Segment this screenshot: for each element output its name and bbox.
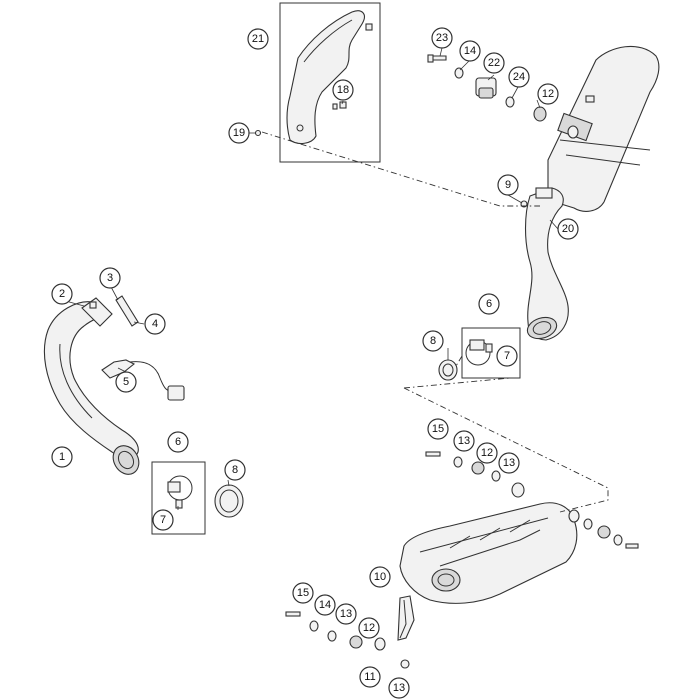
clamp-group-box-left — [151, 461, 206, 535]
callout-3: 3 — [99, 267, 121, 289]
callout-22: 22 — [483, 52, 505, 74]
callout-15-low: 15 — [292, 582, 314, 604]
callout-label: 8 — [232, 464, 238, 476]
silencer-part — [547, 45, 660, 212]
callout-2: 2 — [51, 283, 73, 305]
callout-14-low: 14 — [314, 594, 336, 616]
callout-19: 19 — [228, 122, 250, 144]
callout-label: 14 — [464, 45, 476, 57]
callout-label: 6 — [486, 298, 492, 310]
hardware-stack-upper — [425, 451, 501, 482]
gasket-ring-left — [214, 484, 244, 518]
callout-label: 14 — [319, 599, 331, 611]
callout-14-top: 14 — [459, 40, 481, 62]
callout-10: 10 — [369, 566, 391, 588]
callout-label: 5 — [123, 376, 129, 388]
header-flange-part — [81, 297, 113, 327]
callout-label: 19 — [233, 127, 245, 139]
callout-23: 23 — [431, 27, 453, 49]
heat-shield-screw — [254, 129, 262, 137]
callout-13-a: 13 — [453, 430, 475, 452]
header-gasket-part — [115, 295, 139, 327]
callout-label: 8 — [430, 335, 436, 347]
callout-12-low: 12 — [358, 617, 380, 639]
callout-13-b: 13 — [498, 452, 520, 474]
callout-label: 12 — [542, 88, 554, 100]
callout-label: 9 — [505, 179, 511, 191]
callout-12-top: 12 — [537, 83, 559, 105]
callout-label: 15 — [432, 423, 444, 435]
hardware-stack-right — [583, 518, 639, 549]
callout-label: 23 — [436, 32, 448, 44]
callout-18: 18 — [332, 79, 354, 101]
clamp-left-part — [167, 475, 193, 509]
gasket-ring-right — [438, 359, 458, 381]
callout-7-left: 7 — [152, 509, 174, 531]
o2-sensor-part — [101, 359, 185, 401]
callout-label: 6 — [175, 436, 181, 448]
callout-5: 5 — [115, 371, 137, 393]
clamp-right-part — [465, 339, 493, 366]
callout-label: 7 — [504, 350, 510, 362]
callout-label: 21 — [252, 33, 264, 45]
hardware-stack-lower — [285, 611, 363, 649]
callout-label: 20 — [562, 223, 574, 235]
callout-11: 11 — [359, 666, 381, 688]
callout-6-left: 6 — [167, 431, 189, 453]
callout-1: 1 — [51, 446, 73, 468]
callout-8-left: 8 — [224, 459, 246, 481]
silencer-link-pipe — [525, 187, 569, 341]
callout-label: 24 — [513, 71, 525, 83]
callout-label: 2 — [59, 288, 65, 300]
callout-label: 13 — [393, 682, 405, 694]
callout-label: 22 — [488, 57, 500, 69]
callout-label: 13 — [503, 457, 515, 469]
callout-21: 21 — [247, 28, 269, 50]
header-pipe-part — [43, 301, 140, 475]
clamp-group-box-right — [461, 327, 521, 379]
assembly-lines — [261, 131, 609, 513]
callout-15-mid: 15 — [427, 418, 449, 440]
callout-13-d: 13 — [388, 677, 410, 699]
heat-shield-group-box — [279, 2, 381, 163]
callout-label: 18 — [337, 84, 349, 96]
callout-label: 12 — [363, 622, 375, 634]
callout-label: 4 — [152, 318, 158, 330]
callout-label: 1 — [59, 451, 65, 463]
callout-9: 9 — [497, 174, 519, 196]
callout-20: 20 — [557, 218, 579, 240]
callout-label: 3 — [107, 272, 113, 284]
callout-12-mid: 12 — [476, 442, 498, 464]
callout-24: 24 — [508, 66, 530, 88]
callout-label: 7 — [160, 514, 166, 526]
callout-label: 13 — [340, 608, 352, 620]
collector-bracket-part — [374, 595, 415, 669]
callout-7-right: 7 — [496, 345, 518, 367]
callout-label: 11 — [364, 671, 375, 683]
callout-label: 10 — [374, 571, 386, 583]
callout-label: 15 — [297, 587, 309, 599]
callout-label: 12 — [481, 447, 493, 459]
callout-6-right: 6 — [478, 293, 500, 315]
collector-box-part — [399, 482, 580, 604]
callout-13-c: 13 — [335, 603, 357, 625]
silencer-bracket — [520, 187, 553, 208]
callout-label: 13 — [458, 435, 470, 447]
callout-8-right: 8 — [422, 330, 444, 352]
callout-4: 4 — [144, 313, 166, 335]
heat-shield-part — [286, 10, 365, 145]
